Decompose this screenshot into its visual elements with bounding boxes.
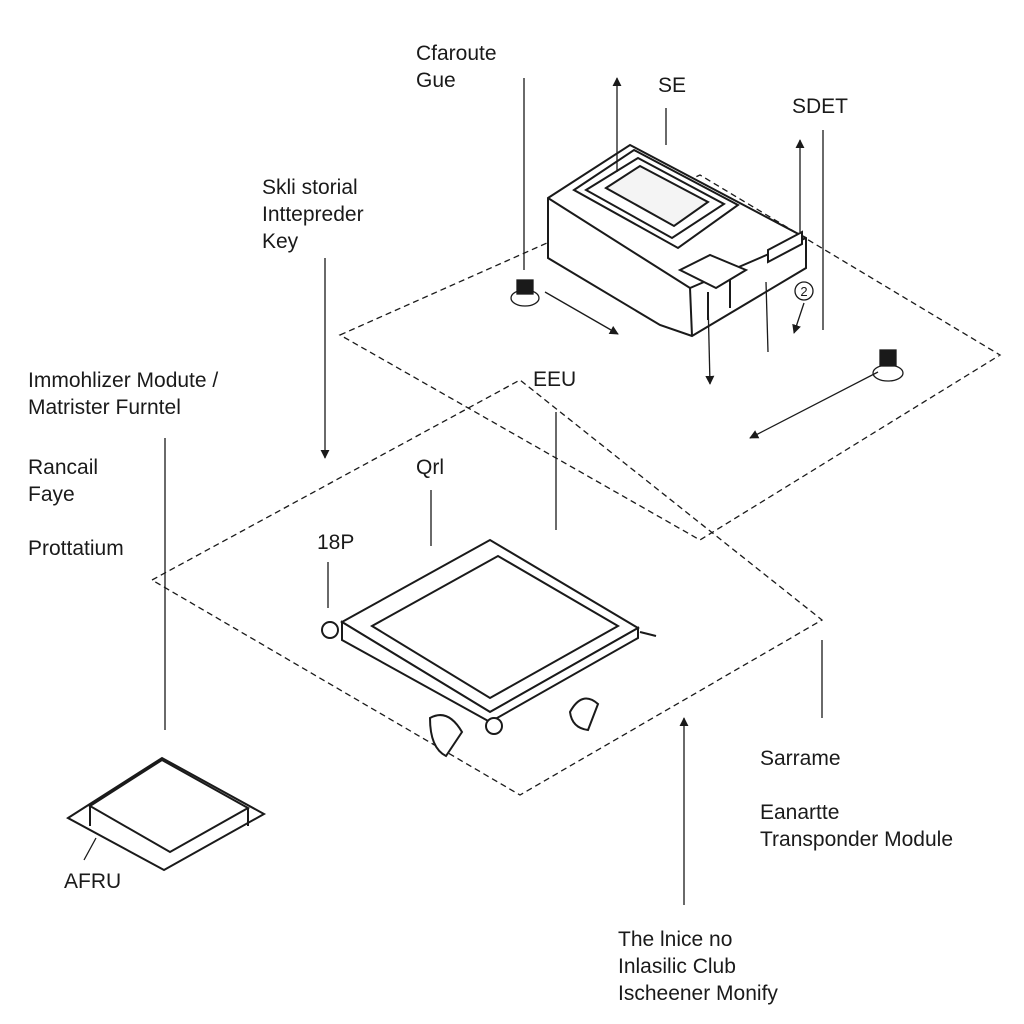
label-sdet: SDET [792,95,849,118]
component-mark-label: 2 [800,284,807,299]
label-skli-line1: Skli storial [262,176,358,199]
label-immobilizer-line1: Immohlizer Modute / [28,369,219,392]
lower-plane [150,379,824,796]
lower-transponder-module [321,538,657,735]
label-skli-line3: Key [262,230,299,253]
label-immobilizer: Immohlizer Modute / Matrister Furntel [28,367,218,421]
label-eanartte: Eanartte Transponder Module [760,799,953,853]
label-qrl: Qrl [416,456,444,479]
label-afru: AFRU [64,870,122,893]
label-rancail-line2: Faye [28,483,75,506]
label-bottom: The lnice no Inlasilic Club Ischeener Mo… [618,926,778,1007]
label-bottom-line1: The lnice no [618,928,733,951]
label-protattium: Prottatium [28,537,124,560]
label-skli-line2: Inttepreder [262,203,364,226]
label-rancail-line1: Rancail [28,456,99,479]
component-mark-circle [794,281,814,301]
label-cfaroute: Cfaroute Gue [416,40,497,94]
label-skli: Skli storial Inttepreder Key [262,174,364,255]
upper-foot-left [510,279,540,307]
label-bottom-line2: Inlasilic Club [618,955,736,978]
label-cfaroute-line1: Cfaroute [416,42,497,65]
label-immobilizer-line2: Matrister Furntel [28,396,181,419]
upper-control-module [547,143,807,338]
label-18p: 18P [317,531,355,554]
upper-foot-right [872,349,904,382]
label-rancail: Rancail Faye [28,454,98,508]
label-eanartte-line1: Eanartte [760,801,840,824]
label-bottom-line3: Ischeener Monify [618,982,778,1005]
lower-clip-left [428,714,464,758]
label-cfaroute-line2: Gue [416,69,456,92]
label-se: SE [658,74,687,97]
label-sarrame: Sarrame [760,747,841,770]
afru-box [66,756,267,872]
label-eeu: EEU [533,368,577,391]
lower-clip-right [568,697,600,732]
label-eanartte-line2: Transponder Module [760,828,953,851]
